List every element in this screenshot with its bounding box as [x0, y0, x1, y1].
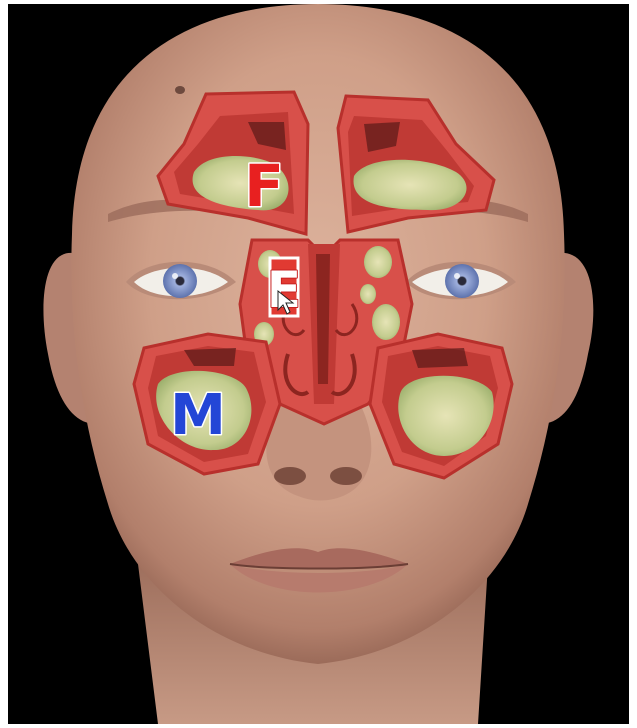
frontal-sinus-label: F [244, 152, 284, 220]
illustration-frame: F E M [8, 4, 629, 724]
forehead-mark [175, 86, 185, 94]
ethmoid-sinus-label: E [267, 261, 301, 319]
left-nostril [274, 467, 306, 485]
maxillary-sinus-label: M [170, 383, 226, 448]
right-nostril [330, 467, 362, 485]
ethmoid-sinus-marker: E [267, 258, 301, 319]
sinus-diagram: F E M [8, 4, 629, 724]
